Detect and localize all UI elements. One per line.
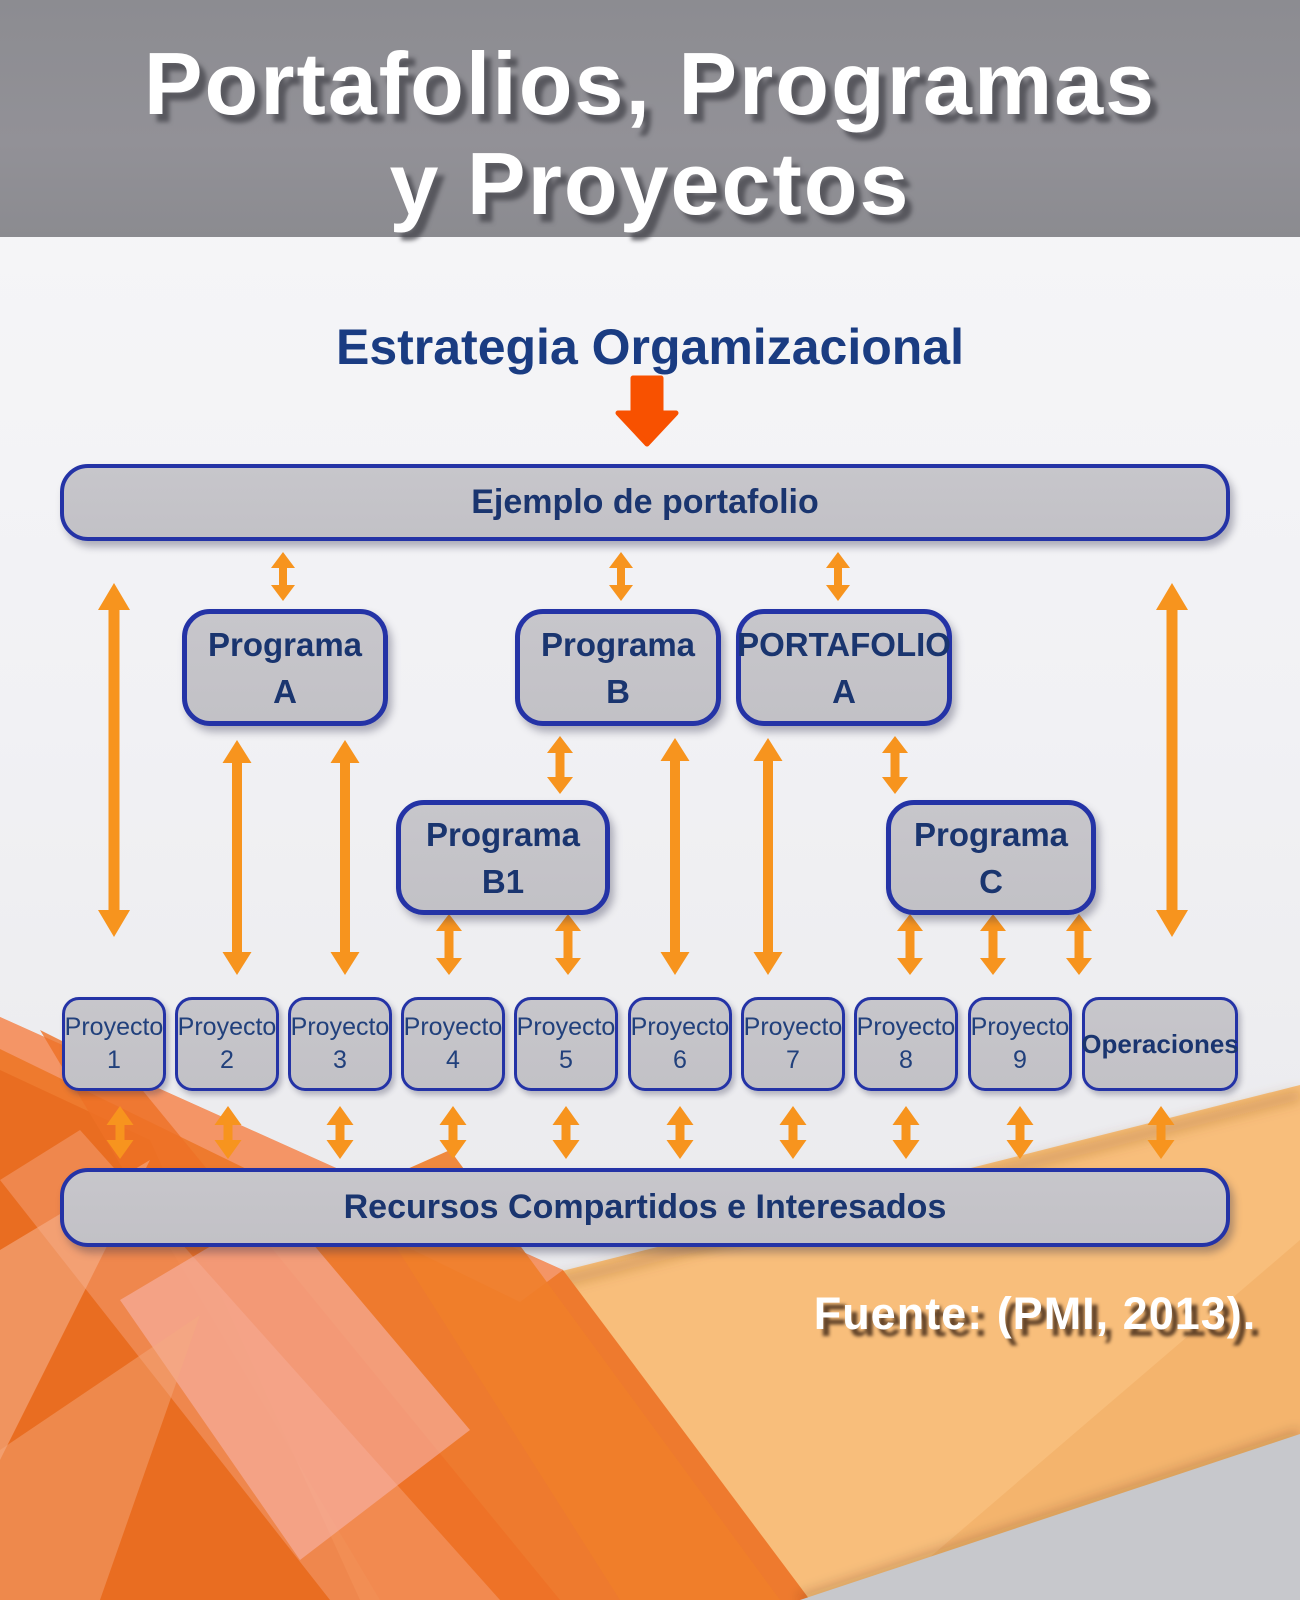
- program-b-letter: B: [606, 672, 630, 710]
- double-arrow-icon: [660, 738, 690, 975]
- project-label: Proyecto: [177, 1013, 277, 1041]
- double-arrow-icon: [436, 914, 462, 975]
- project-number: 1: [107, 1046, 121, 1074]
- double-arrow-icon: [547, 736, 573, 794]
- double-arrow-icon: [271, 552, 295, 601]
- portfolio-bar-label: Ejemplo de portafolio: [471, 483, 819, 521]
- double-arrow-icon: [214, 1106, 242, 1159]
- project-3-box: Proyecto 3: [288, 997, 392, 1091]
- double-arrow-icon: [1006, 1106, 1034, 1159]
- portfolio-a-box: PORTAFOLIO A: [736, 609, 952, 726]
- double-arrow-icon: [826, 552, 850, 601]
- project-label: Proyecto: [630, 1013, 730, 1041]
- double-arrow-icon: [555, 914, 581, 975]
- double-arrow-icon: [892, 1106, 920, 1159]
- orange-wedge-shape: [360, 1150, 780, 1600]
- project-label: Proyecto: [970, 1013, 1070, 1041]
- project-4-box: Proyecto 4: [401, 997, 505, 1091]
- double-arrow-icon: [106, 1106, 134, 1159]
- program-b-box: Programa B: [515, 609, 721, 726]
- portfolio-bar: Ejemplo de portafolio: [60, 464, 1230, 541]
- double-arrow-icon: [222, 740, 252, 975]
- program-b1-letter: B1: [481, 862, 525, 900]
- double-arrow-icon: [326, 1106, 354, 1159]
- project-8-box: Proyecto 8: [854, 997, 958, 1091]
- down-arrow-icon: [615, 375, 679, 447]
- project-2-box: Proyecto 2: [175, 997, 279, 1091]
- slide-title-line2: y Proyectos: [389, 134, 911, 233]
- double-arrow-icon: [609, 552, 633, 601]
- project-label: Proyecto: [743, 1013, 843, 1041]
- project-label: Proyecto: [516, 1013, 616, 1041]
- double-arrow-icon: [1147, 1106, 1175, 1159]
- resources-bar-label: Recursos Compartidos e Interesados: [343, 1188, 947, 1226]
- slide-title: Portafolios, Programas y Proyectos: [0, 34, 1300, 234]
- program-b-label: Programa: [540, 625, 696, 663]
- double-arrow-icon: [439, 1106, 467, 1159]
- gray-corner-shape: [800, 1434, 1300, 1600]
- salmon-wedge-shape: [0, 1315, 200, 1600]
- project-number: 4: [446, 1046, 460, 1074]
- program-b1-box: Programa B1: [396, 800, 610, 915]
- project-1-box: Proyecto 1: [62, 997, 166, 1091]
- project-6-box: Proyecto 6: [628, 997, 732, 1091]
- double-arrow-icon: [98, 583, 130, 937]
- project-number: 3: [333, 1046, 347, 1074]
- double-arrow-icon: [779, 1106, 807, 1159]
- project-number: 9: [1013, 1046, 1027, 1074]
- double-arrow-icon: [897, 914, 923, 975]
- double-arrow-icon: [1066, 914, 1092, 975]
- program-a-letter: A: [273, 672, 297, 710]
- program-a-label: Programa: [207, 625, 363, 663]
- project-label: Proyecto: [64, 1013, 164, 1041]
- project-number: 8: [899, 1046, 913, 1074]
- project-number: 7: [786, 1046, 800, 1074]
- project-5-box: Proyecto 5: [514, 997, 618, 1091]
- project-label: Proyecto: [856, 1013, 956, 1041]
- double-arrow-icon: [980, 914, 1006, 975]
- header-banner: Portafolios, Programas y Proyectos: [0, 0, 1300, 237]
- double-arrow-icon: [552, 1106, 580, 1159]
- peach-dark-band-shape: [880, 1240, 1300, 1600]
- source-note: Fuente: (PMI, 2013).: [813, 1288, 1257, 1339]
- double-arrow-icon: [666, 1106, 694, 1159]
- program-c-label: Programa: [913, 815, 1069, 853]
- slide-title-line1: Portafolios, Programas: [143, 34, 1157, 133]
- project-number: 5: [559, 1046, 573, 1074]
- double-arrow-icon: [330, 740, 360, 975]
- program-c-box: Programa C: [886, 800, 1096, 915]
- resources-bar: Recursos Compartidos e Interesados: [60, 1168, 1230, 1247]
- operations-box: Operaciones: [1081, 997, 1239, 1091]
- strategy-title: Estrategia Orgamizacional: [335, 319, 964, 375]
- operations-label: Operaciones: [1081, 1028, 1239, 1059]
- double-arrow-icon: [1156, 583, 1188, 937]
- double-arrow-icon: [882, 736, 908, 794]
- project-label: Proyecto: [403, 1013, 503, 1041]
- project-number: 2: [220, 1046, 234, 1074]
- portfolio-a-letter: A: [832, 672, 856, 710]
- program-c-letter: C: [979, 862, 1003, 900]
- portfolio-a-label: PORTAFOLIO: [737, 625, 951, 663]
- program-b1-label: Programa: [425, 815, 581, 853]
- project-9-box: Proyecto 9: [968, 997, 1072, 1091]
- project-label: Proyecto: [290, 1013, 390, 1041]
- pink-diamond-shape: [120, 1205, 470, 1560]
- project-7-box: Proyecto 7: [741, 997, 845, 1091]
- double-arrow-icon: [753, 738, 783, 975]
- program-a-box: Programa A: [182, 609, 388, 726]
- project-number: 6: [673, 1046, 687, 1074]
